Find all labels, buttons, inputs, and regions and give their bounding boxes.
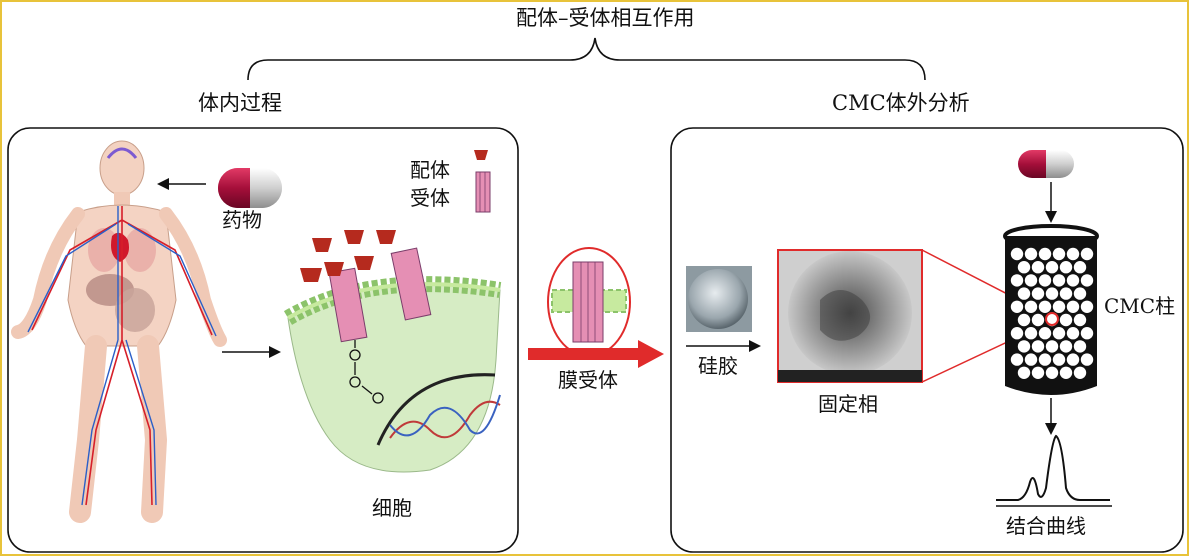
column-hole xyxy=(1031,313,1045,327)
column-hole xyxy=(1045,287,1059,300)
column-hole xyxy=(1031,366,1045,379)
column-hole xyxy=(1080,300,1094,313)
column-hole xyxy=(1031,340,1045,353)
column-hole xyxy=(1017,261,1031,274)
column-hole xyxy=(1038,247,1052,261)
column-hole xyxy=(1080,327,1094,340)
column-hole xyxy=(1017,340,1031,353)
column-hole xyxy=(1052,327,1066,340)
column-hole xyxy=(1010,327,1024,340)
column-hole xyxy=(1066,247,1080,261)
column-hole xyxy=(1052,247,1066,261)
drug-label: 药物 xyxy=(222,208,262,232)
cell-illustration xyxy=(283,230,502,473)
column-hole xyxy=(1031,261,1045,274)
stationary-phase-label: 固定相 xyxy=(818,392,878,416)
right-panel-heading: CMC体外分析 xyxy=(832,91,970,115)
column-hole xyxy=(1024,327,1038,340)
column-hole xyxy=(1073,366,1087,379)
column-hole xyxy=(1038,300,1052,313)
binding-curve-label: 结合曲线 xyxy=(1006,514,1086,538)
column-hole xyxy=(1066,274,1080,287)
column-hole xyxy=(1066,353,1080,366)
column-hole xyxy=(1045,366,1059,379)
column-hole xyxy=(1080,353,1094,366)
column-hole xyxy=(1080,274,1094,287)
column-hole xyxy=(1017,366,1031,379)
column-hole xyxy=(1073,287,1087,300)
column-hole xyxy=(1038,274,1052,287)
legend-receptor-icon xyxy=(475,171,491,213)
column-hole xyxy=(1024,353,1038,366)
column-hole xyxy=(1066,300,1080,313)
column-hole xyxy=(1024,300,1038,313)
column-hole xyxy=(1059,261,1073,274)
column-hole xyxy=(1017,287,1031,300)
silica-label: 硅胶 xyxy=(698,354,738,378)
left-panel-box xyxy=(7,127,519,553)
left-panel-heading: 体内过程 xyxy=(198,91,282,115)
column-hole xyxy=(1073,261,1087,274)
column-hole xyxy=(1010,300,1024,313)
right-panel-box xyxy=(670,127,1184,553)
column-hole xyxy=(1024,247,1038,261)
column-hole xyxy=(1010,353,1024,366)
column-hole xyxy=(1038,353,1052,366)
top-brace xyxy=(247,37,926,81)
legend-receptor-label: 受体 xyxy=(410,186,450,210)
column-hole xyxy=(1038,327,1052,340)
column-hole xyxy=(1052,274,1066,287)
drug-capsule xyxy=(218,168,282,208)
membrane-receptor-label: 膜受体 xyxy=(558,368,618,392)
column-hole xyxy=(1059,340,1073,353)
column-hole xyxy=(1045,340,1059,353)
column-hole xyxy=(1024,274,1038,287)
column-hole xyxy=(1059,287,1073,300)
column-hole xyxy=(1059,366,1073,379)
column-hole xyxy=(1073,313,1087,327)
column-hole xyxy=(1052,300,1066,313)
membrane-receptor-inset xyxy=(547,247,631,357)
column-hole xyxy=(1080,247,1094,261)
cell-label: 细胞 xyxy=(372,496,412,520)
column-hole xyxy=(1017,313,1031,327)
page-title: 配体–受体相互作用 xyxy=(516,6,695,30)
column-hole xyxy=(1052,353,1066,366)
binding-curve xyxy=(996,434,1112,507)
column-hole xyxy=(1010,274,1024,287)
legend-ligand-icon xyxy=(474,150,488,160)
column-hole xyxy=(1066,327,1080,340)
membrane-receptor-arrow xyxy=(528,340,664,368)
column-drug-capsule xyxy=(1018,150,1074,178)
column-hole xyxy=(1031,287,1045,300)
column-hole xyxy=(1073,340,1087,353)
column-hole xyxy=(1010,247,1024,261)
highlighted-particle xyxy=(1045,312,1059,326)
column-hole xyxy=(1045,261,1059,274)
cmc-column xyxy=(1003,224,1099,395)
legend-ligand-label: 配体 xyxy=(410,158,450,182)
human-body-figure xyxy=(11,140,227,523)
stationary-phase-image xyxy=(777,249,923,383)
cmc-column-label: CMC柱 xyxy=(1104,294,1176,318)
column-hole xyxy=(1059,313,1073,327)
silica-image xyxy=(686,266,761,352)
